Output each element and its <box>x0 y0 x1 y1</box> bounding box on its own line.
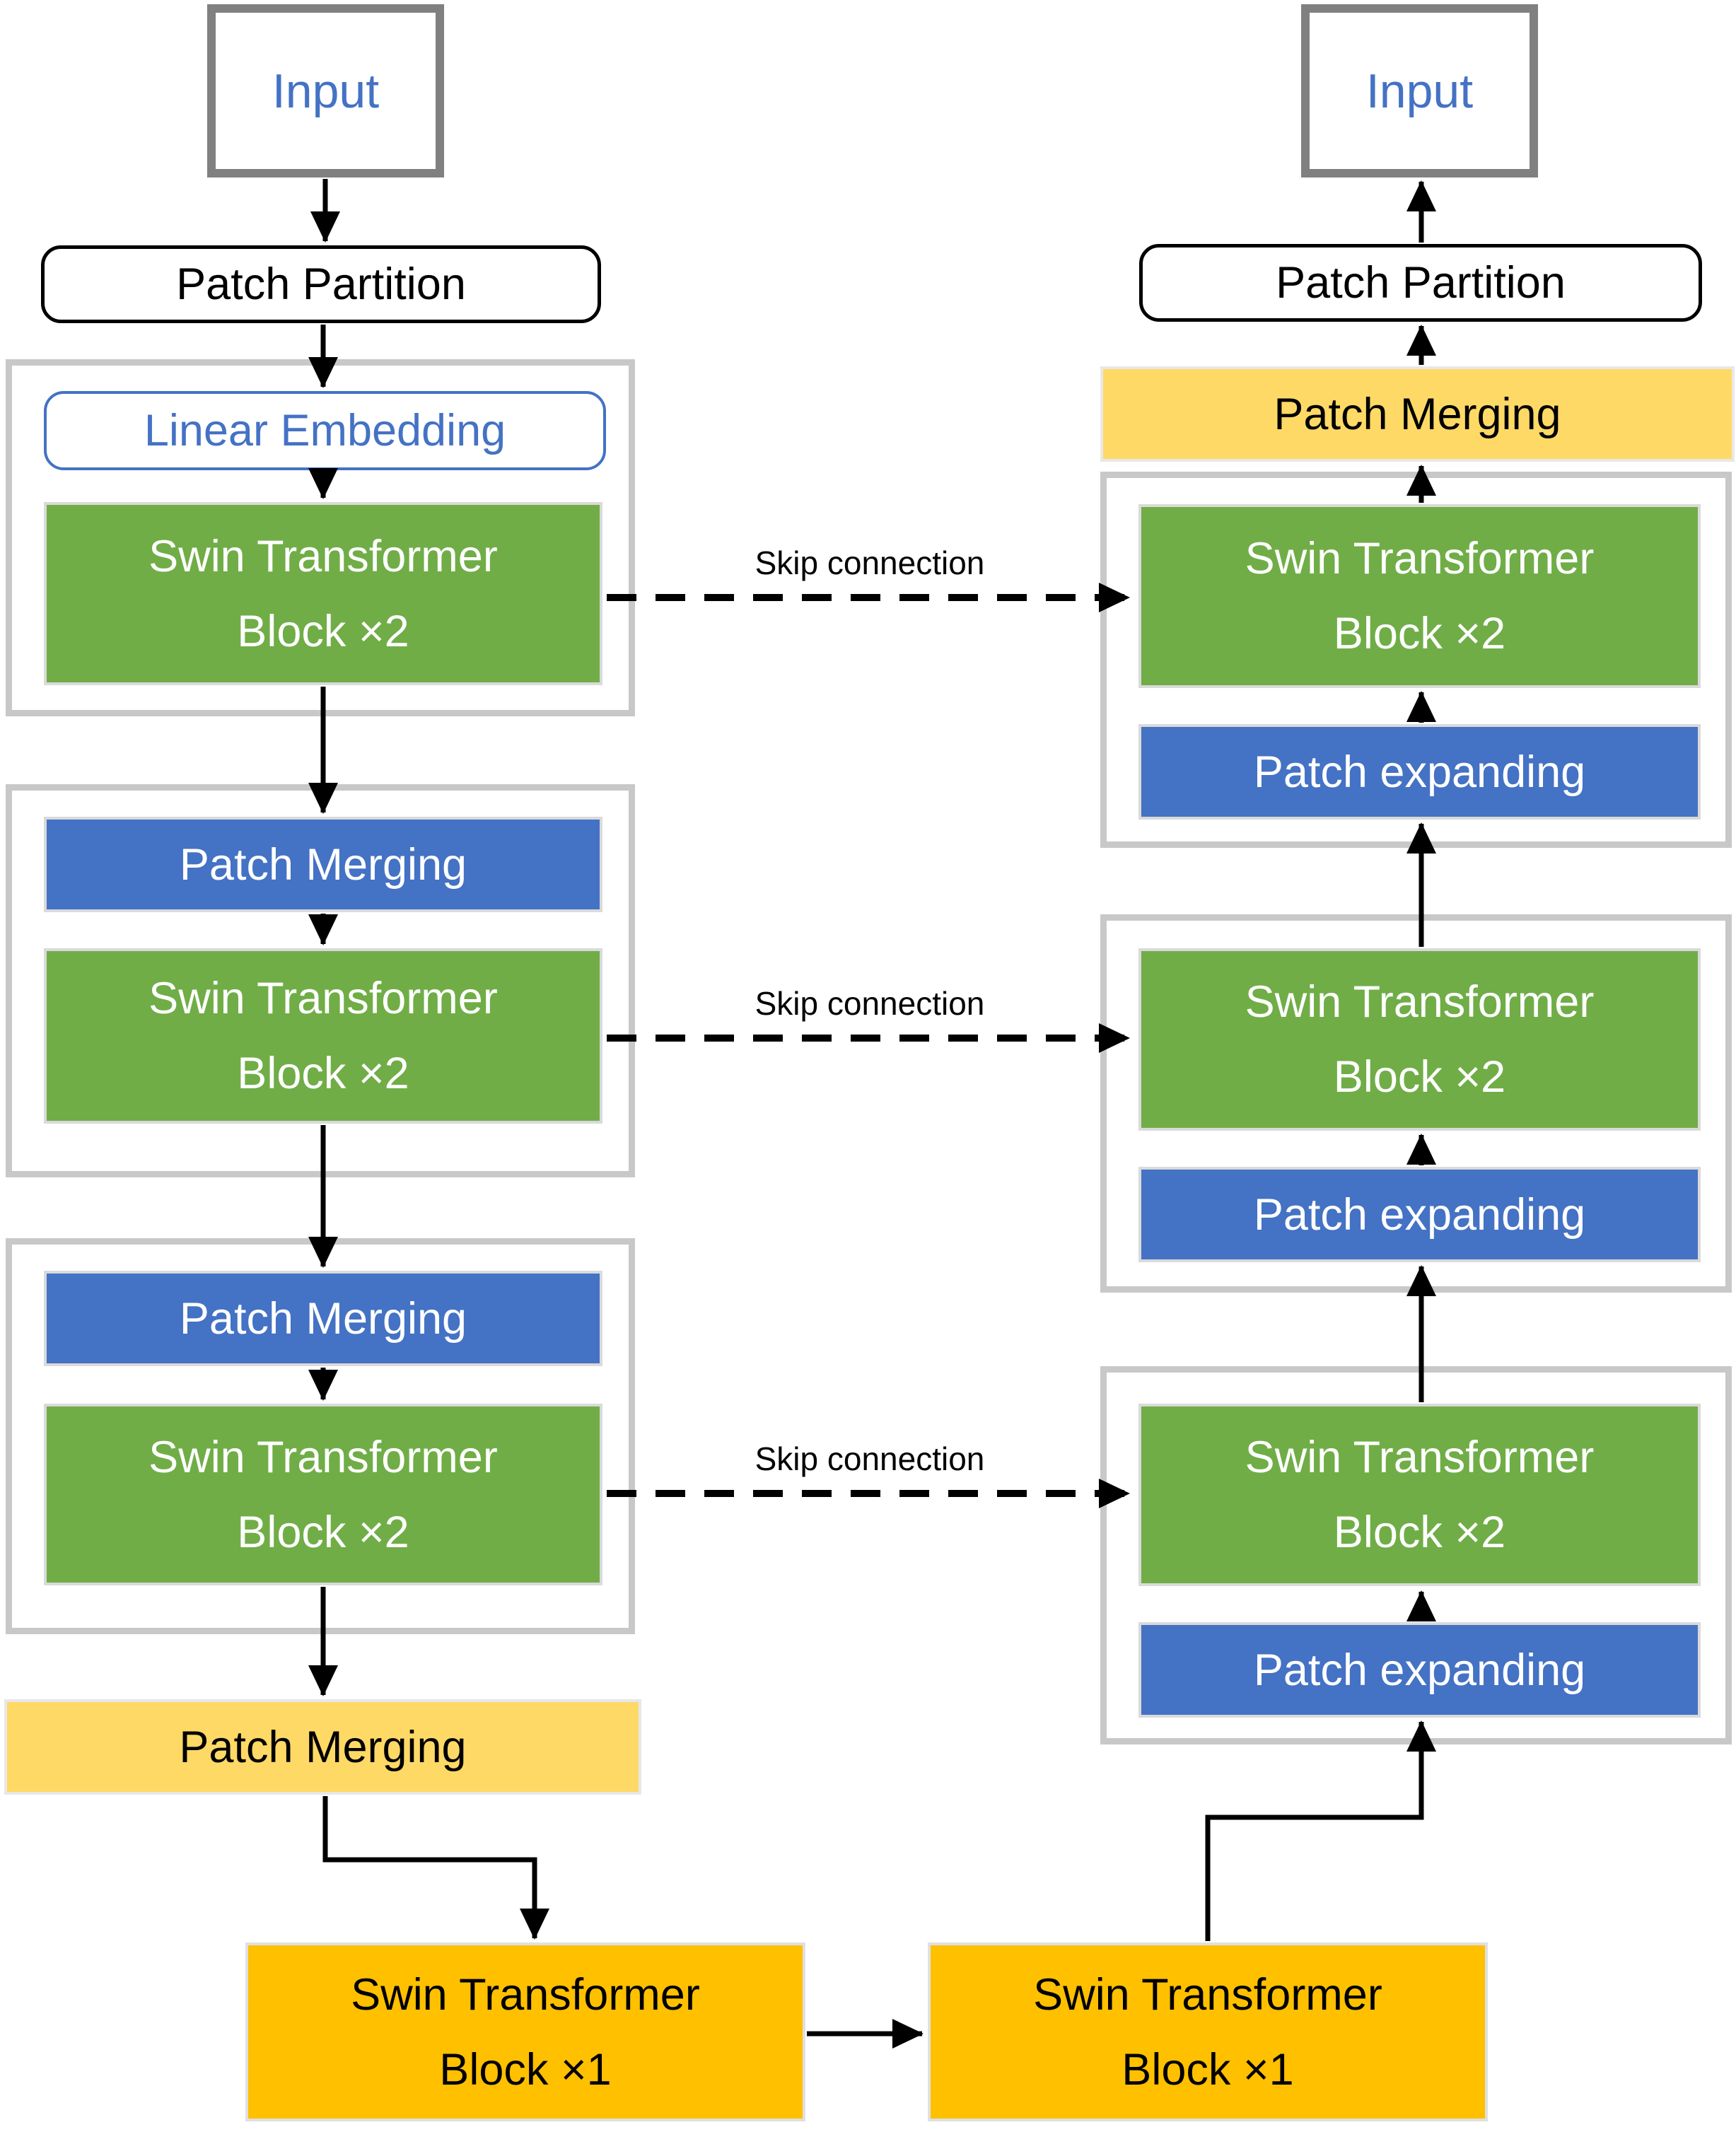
decoder-top-patch-merging: Patch Merging <box>1100 366 1735 462</box>
encoder-input-label: Input <box>272 64 380 118</box>
swin-block-label-line2: Block ×2 <box>237 1049 409 1098</box>
decoder-patch-partition: Patch Partition <box>1139 244 1702 322</box>
swin-block-label-line1: Swin Transformer <box>1245 1433 1595 1482</box>
swin-block-label-line1: Swin Transformer <box>1245 534 1595 583</box>
swin-block-label-line2: Block ×2 <box>1333 1052 1506 1102</box>
decoder-patch-partition-label: Patch Partition <box>1276 258 1566 308</box>
elbow-bottleneck2-to-patch-expanding3 <box>1205 1720 1436 1941</box>
swin-block-label-line1: Swin Transformer <box>148 531 498 581</box>
encoder-patch-partition-label: Patch Partition <box>176 260 466 309</box>
encoder-bottleneck-patch-merging: Patch Merging <box>4 1699 641 1795</box>
decoder-stage2-swin-block: Swin Transformer Block ×2 <box>1138 948 1701 1131</box>
encoder-stage3-patch-merging: Patch Merging <box>44 1271 602 1366</box>
decoder-stage1-patch-expanding: Patch expanding <box>1138 724 1701 820</box>
patch-expanding-label: Patch expanding <box>1253 1645 1586 1695</box>
swin-block-label-line1: Swin Transformer <box>351 1969 700 2020</box>
swin-block-label-line2: Block ×1 <box>439 2044 612 2095</box>
swin-block-label-line2: Block ×2 <box>1333 1508 1506 1557</box>
encoder-stage1-swin-block: Swin Transformer Block ×2 <box>44 502 602 685</box>
decoder-stage2-patch-expanding: Patch expanding <box>1138 1167 1701 1262</box>
patch-expanding-label: Patch expanding <box>1253 1189 1586 1240</box>
decoder-output-label: Input <box>1365 64 1474 118</box>
encoder-linear-embedding-label: Linear Embedding <box>144 406 506 455</box>
swin-block-label-line2: Block ×2 <box>237 606 409 656</box>
swin-block-label-line1: Swin Transformer <box>148 974 498 1023</box>
patch-merging-label: Patch Merging <box>179 839 467 890</box>
swin-block-label-line2: Block ×2 <box>237 1507 409 1557</box>
decoder-output-box: Input <box>1301 4 1538 177</box>
encoder-stage3-swin-block: Swin Transformer Block ×2 <box>44 1404 602 1585</box>
bottleneck-swin-block-2: Swin Transformer Block ×1 <box>928 1942 1488 2121</box>
elbow-patch-merging-to-bottleneck1 <box>322 1796 549 1940</box>
patch-merging-label: Patch Merging <box>179 1722 467 1772</box>
patch-expanding-label: Patch expanding <box>1253 747 1586 797</box>
skip-connection-label-3: Skip connection <box>755 1440 985 1477</box>
encoder-stage2-patch-merging: Patch Merging <box>44 817 602 912</box>
bottleneck-swin-block-1: Swin Transformer Block ×1 <box>245 1942 805 2121</box>
skip-connection-label-1: Skip connection <box>755 544 985 581</box>
skip-connection-label-2: Skip connection <box>755 985 985 1022</box>
swin-block-label-line1: Swin Transformer <box>148 1432 498 1482</box>
decoder-stage1-swin-block: Swin Transformer Block ×2 <box>1138 504 1701 688</box>
patch-merging-label: Patch Merging <box>179 1293 467 1344</box>
swin-block-label-line1: Swin Transformer <box>1033 1969 1382 2020</box>
encoder-linear-embedding: Linear Embedding <box>44 391 606 470</box>
encoder-stage2-swin-block: Swin Transformer Block ×2 <box>44 948 602 1124</box>
swin-block-label-line1: Swin Transformer <box>1245 977 1595 1027</box>
encoder-patch-partition: Patch Partition <box>41 245 601 323</box>
swin-block-label-line2: Block ×1 <box>1122 2044 1294 2095</box>
decoder-stage3-patch-expanding: Patch expanding <box>1138 1622 1701 1718</box>
encoder-input-box: Input <box>207 4 444 177</box>
decoder-stage3-swin-block: Swin Transformer Block ×2 <box>1138 1404 1701 1586</box>
patch-merging-label: Patch Merging <box>1274 389 1561 439</box>
swin-block-label-line2: Block ×2 <box>1333 609 1506 658</box>
